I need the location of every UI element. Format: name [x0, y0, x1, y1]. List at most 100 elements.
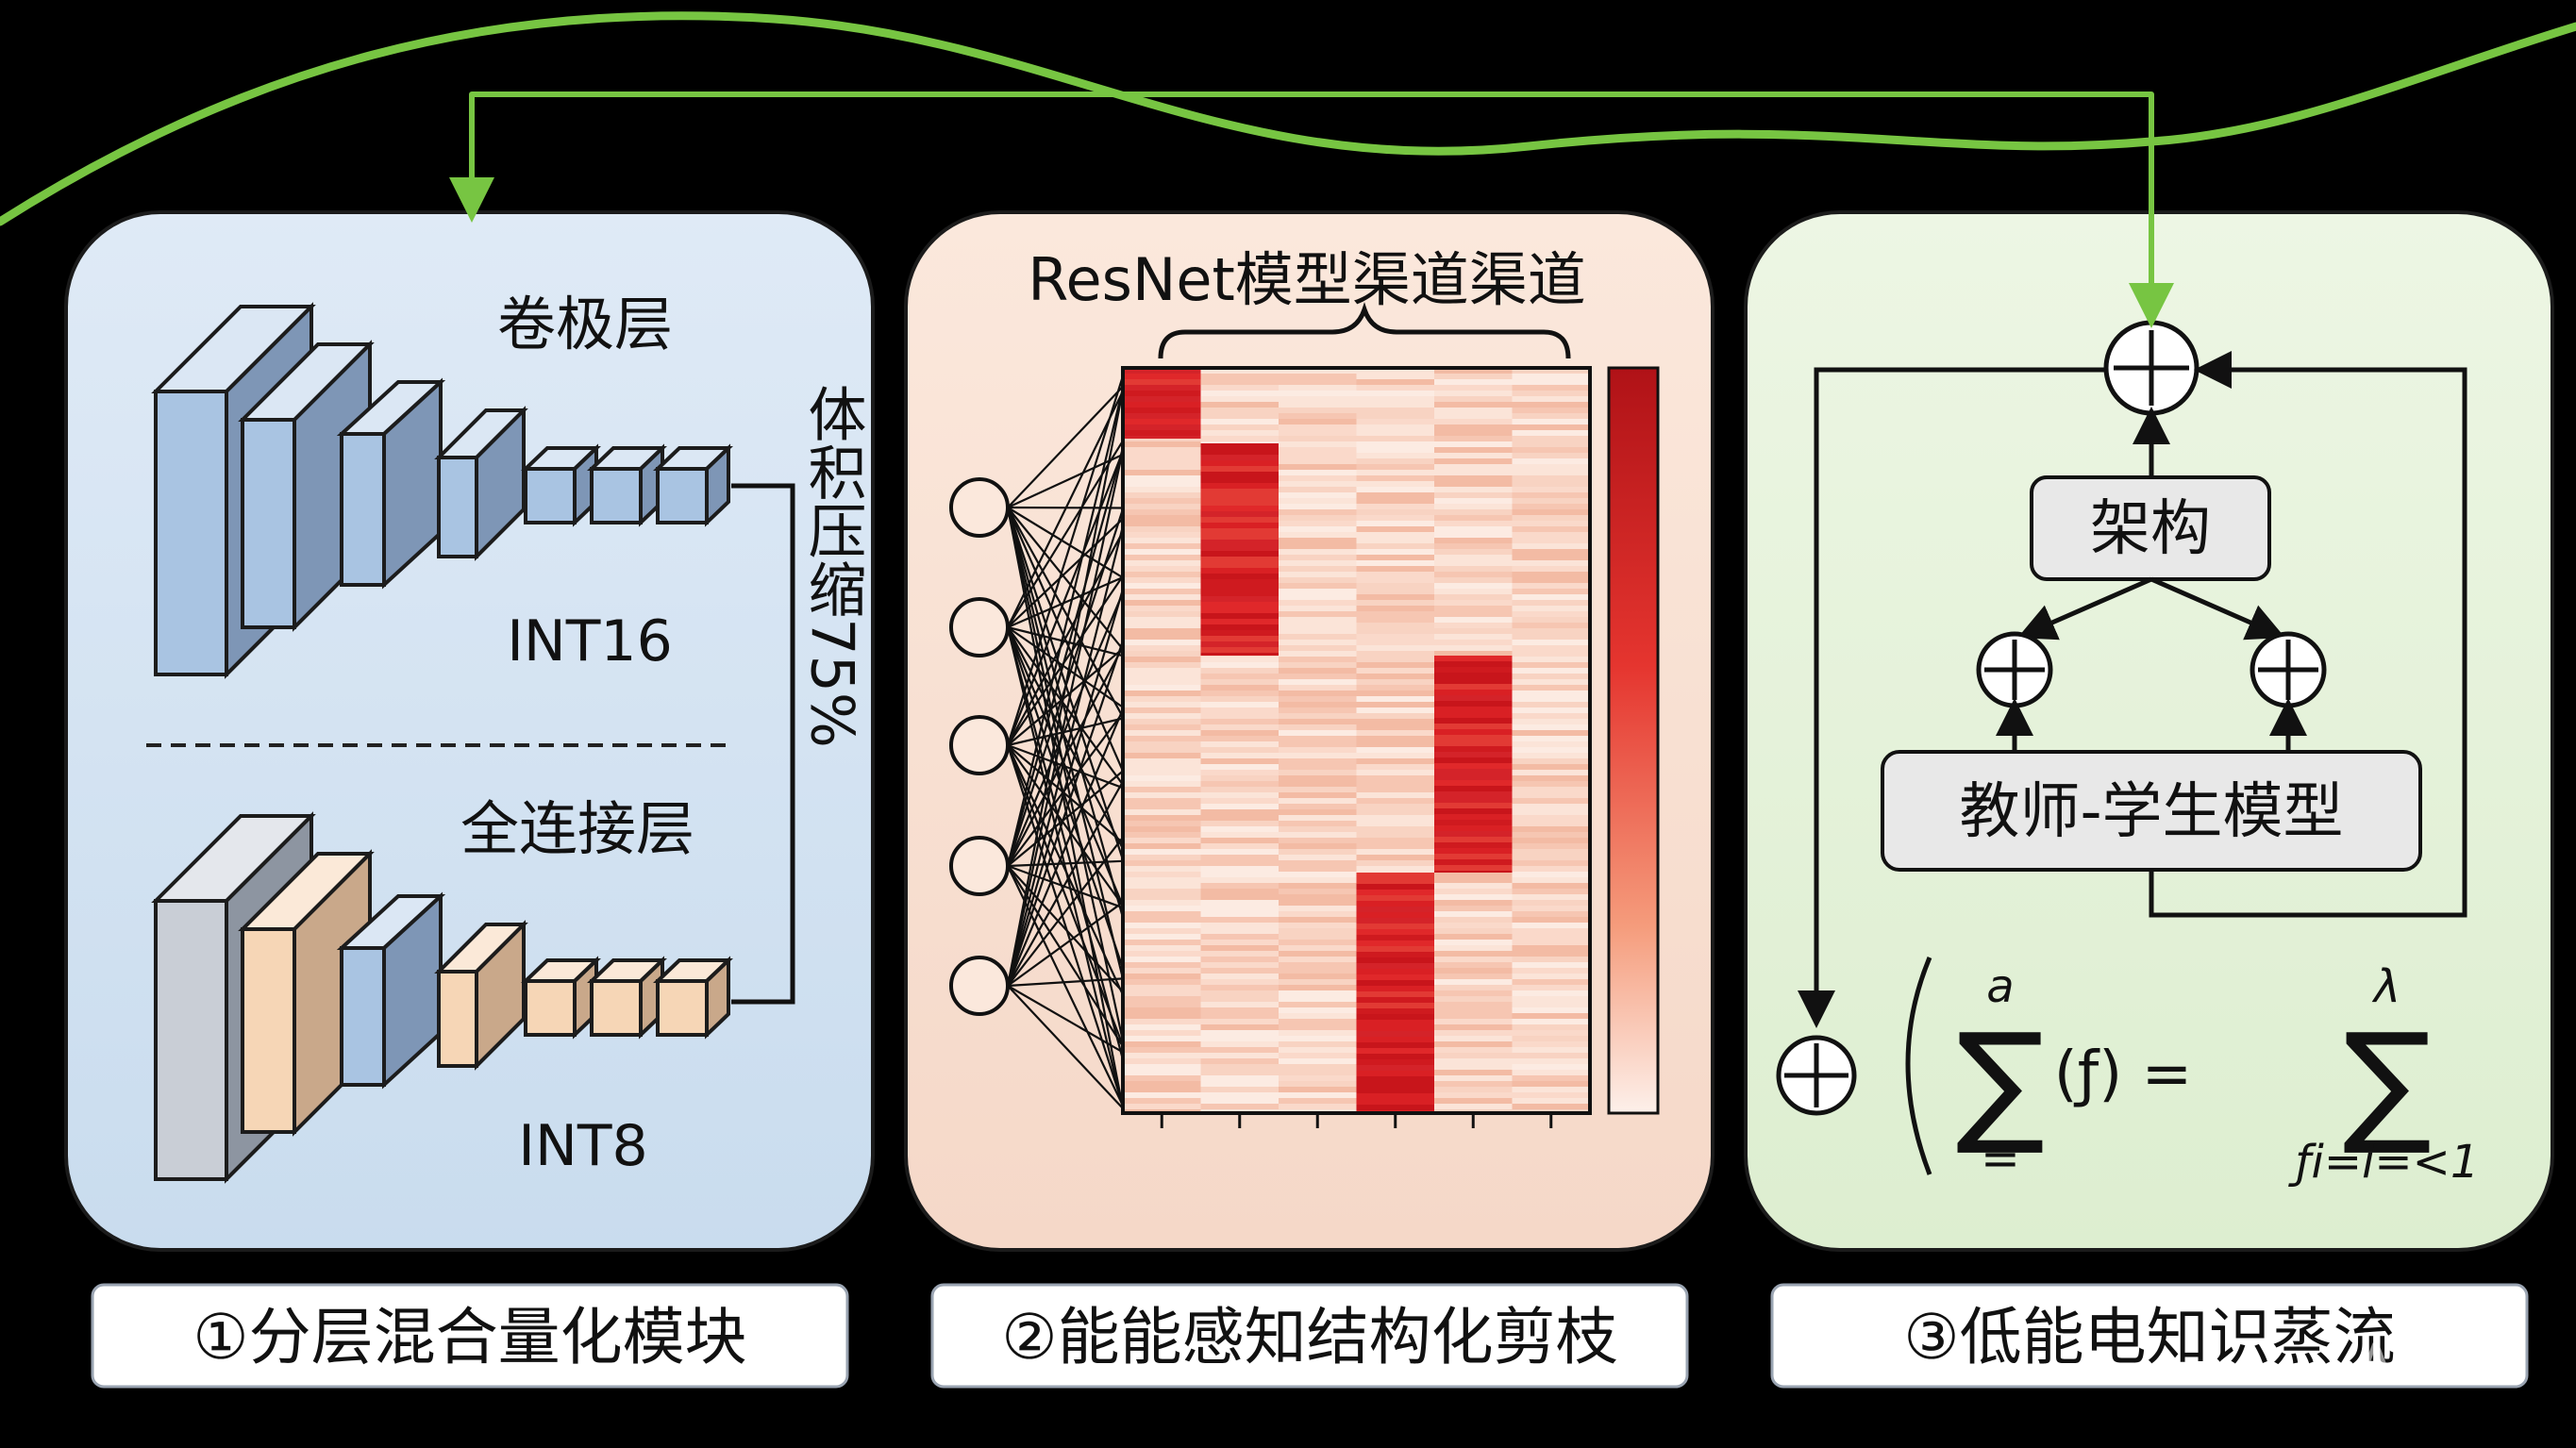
heatmap-cell	[1434, 481, 1513, 487]
heatmap-cell	[1279, 1047, 1357, 1053]
caption-quantization: ①分层混合量化模块	[91, 1283, 849, 1389]
heatmap-cell	[1356, 594, 1434, 600]
heatmap-cell	[1279, 826, 1357, 832]
heatmap-cell	[1512, 962, 1590, 968]
network-edge	[1006, 591, 1125, 867]
heatmap-cell	[1356, 843, 1434, 849]
heatmap-cell	[1123, 1019, 1201, 1024]
heatmap-cell	[1123, 985, 1201, 990]
heatmap-cell	[1200, 736, 1279, 741]
heatmap-cell	[1123, 1047, 1201, 1053]
heatmap-cell	[1356, 447, 1434, 453]
heatmap-active-cell	[1356, 1042, 1434, 1048]
heatmap-cell	[1512, 515, 1590, 521]
channel-heatmap	[1123, 368, 1590, 1115]
heatmap-cell	[1200, 883, 1279, 889]
heatmap-active-cell	[1356, 940, 1434, 946]
heatmap-cell	[1356, 815, 1434, 821]
heatmap-cell	[1279, 804, 1357, 809]
heatmap-cell	[1356, 560, 1434, 566]
heatmap-active-cell	[1200, 619, 1279, 624]
heatmap-cell	[1434, 447, 1513, 453]
heatmap-active-cell	[1200, 523, 1279, 528]
heatmap-cell	[1200, 775, 1279, 781]
heatmap-active-cell	[1356, 1082, 1434, 1088]
heatmap-cell	[1279, 758, 1357, 764]
heatmap-cell	[1512, 804, 1590, 809]
heatmap-cell	[1356, 741, 1434, 747]
heatmap-cell	[1123, 668, 1201, 674]
heatmap-cell	[1279, 713, 1357, 719]
heatmap-cell	[1512, 651, 1590, 657]
heatmap-cell	[1200, 985, 1279, 990]
heatmap-cell	[1200, 691, 1279, 696]
heatmap-active-cell	[1434, 746, 1513, 752]
network-edge	[1006, 507, 1125, 918]
heatmap-cell	[1356, 487, 1434, 492]
heatmap-cell	[1512, 787, 1590, 792]
heatmap-cell	[1512, 577, 1590, 583]
heatmap-active-cell	[1434, 842, 1513, 848]
heatmap-cell	[1123, 634, 1201, 640]
distillation-formula: a ∑ = (ƒ) = λ ∑ ƒi=i=<1	[1905, 957, 2479, 1189]
heatmap-cell	[1200, 1041, 1279, 1047]
heatmap-cell	[1123, 628, 1201, 634]
heatmap-active-cell	[1356, 986, 1434, 991]
heatmap-cell	[1123, 781, 1201, 787]
green-wave-line	[0, 11, 2576, 226]
heatmap-cell	[1356, 611, 1434, 617]
heatmap-active-cell	[1123, 413, 1201, 419]
heatmap-cell	[1200, 860, 1279, 866]
heatmap-cell	[1200, 1092, 1279, 1098]
heatmap-cell	[1200, 934, 1279, 940]
heatmap-cell	[1279, 770, 1357, 775]
heatmap-cell	[1279, 957, 1357, 962]
heatmap-cell	[1200, 391, 1279, 396]
heatmap-cell	[1200, 900, 1279, 906]
heatmap-cell	[1356, 543, 1434, 549]
network-edge	[1006, 388, 1125, 867]
formula-sum-top-right: λ	[2371, 960, 2400, 1013]
network-edge	[1007, 901, 1124, 987]
heatmap-active-cell	[1356, 1054, 1434, 1059]
heatmap-cell	[1123, 889, 1201, 894]
heatmap-cell	[1200, 713, 1279, 719]
heatmap-cell	[1279, 906, 1357, 911]
heatmap-cell	[1279, 589, 1357, 594]
heatmap-cell	[1123, 838, 1201, 843]
heatmap-cell	[1279, 883, 1357, 889]
heatmap-active-cell	[1356, 1093, 1434, 1099]
heatmap-cell	[1434, 402, 1513, 408]
heatmap-cell	[1279, 577, 1357, 583]
heatmap-cell	[1512, 781, 1590, 787]
heatmap-cell	[1123, 470, 1201, 475]
heatmap-cell	[1434, 1024, 1513, 1030]
heatmap-cell	[1356, 566, 1434, 572]
network-edge	[1007, 780, 1124, 987]
formula-sum-top-left: a	[1986, 960, 2014, 1013]
heatmap-cell	[1512, 979, 1590, 985]
heatmap-cell	[1512, 900, 1590, 906]
heatmap-cell	[1279, 560, 1357, 566]
heatmap-active-cell	[1200, 641, 1279, 647]
heatmap-cell	[1200, 1007, 1279, 1013]
heatmap-cell	[1512, 934, 1590, 940]
heatmap-cell	[1123, 894, 1201, 900]
heatmap-cell	[1200, 849, 1279, 855]
heatmap-cell	[1434, 968, 1513, 974]
heatmap-cell	[1512, 957, 1590, 962]
heatmap-cell	[1123, 572, 1201, 577]
heatmap-cell	[1434, 453, 1513, 458]
heatmap-cell	[1123, 691, 1201, 696]
network-edge	[1007, 391, 1124, 628]
heatmap-cell	[1512, 741, 1590, 747]
heatmap-cell	[1356, 509, 1434, 515]
heatmap-cell	[1434, 504, 1513, 509]
heatmap-active-cell	[1434, 791, 1513, 797]
input-node	[949, 715, 1010, 775]
heatmap-cell	[1434, 1030, 1513, 1036]
heatmap-cell	[1434, 413, 1513, 419]
heatmap-active-cell	[1356, 1025, 1434, 1031]
heatmap-cell	[1512, 385, 1590, 391]
heatmap-cell	[1200, 1036, 1279, 1041]
